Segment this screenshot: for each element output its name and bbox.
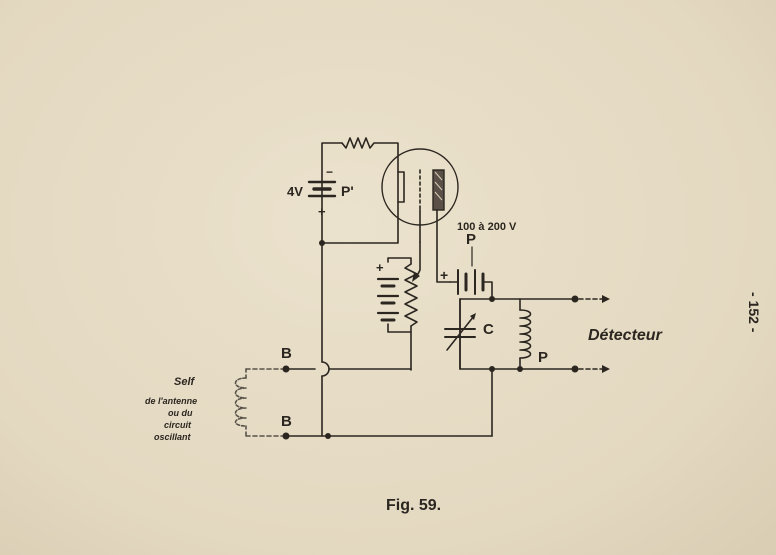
detector-outputs: Détecteur	[571, 295, 663, 373]
antenna-label-line2: de l'antenne	[145, 396, 197, 406]
plate-p-label: P	[466, 231, 476, 248]
detector-label: Détecteur	[588, 327, 663, 344]
tube-plate	[432, 169, 445, 211]
antenna-label-line3: ou du	[168, 408, 193, 418]
antenna-label-line1: Self	[174, 376, 196, 388]
plate-voltage-label: 100 à 200 V	[457, 221, 517, 233]
page-number: - 152 -	[746, 292, 762, 333]
battery-p-prime-label: P'	[341, 183, 354, 199]
filament-circuit	[321, 137, 399, 244]
terminal-b-bottom	[282, 432, 290, 440]
figure-caption: Fig. 59.	[386, 497, 441, 514]
plate-coil: P	[519, 298, 548, 370]
detector-terminal-bottom	[571, 365, 579, 373]
grid-battery-plus: +	[376, 260, 384, 275]
antenna-label-line4: circuit	[164, 420, 192, 430]
filament-battery: − + 4V P'	[287, 165, 354, 219]
filament-rheostat	[341, 137, 399, 173]
plate-battery-plus: +	[440, 267, 448, 283]
capacitor-label: C	[483, 321, 494, 338]
tube-filament	[397, 171, 405, 203]
antenna-self	[234, 368, 287, 437]
battery-voltage-label: 4V	[287, 184, 303, 199]
grid-battery: +	[376, 257, 412, 333]
detector-terminal-top	[571, 295, 579, 303]
plate-battery: + 100 à 200 V P	[440, 221, 517, 300]
battery-minus-sign: −	[326, 165, 333, 179]
main-bus	[319, 240, 331, 439]
variable-capacitor: C	[444, 298, 494, 370]
antenna-label: Self de l'antenne ou du circuit oscillan…	[145, 376, 197, 442]
plate-circuit	[459, 296, 576, 437]
grid-potentiometer	[404, 241, 421, 371]
terminal-b-top-label: B	[281, 345, 292, 362]
vacuum-tube	[321, 148, 459, 283]
plate-coil-p-label: P	[538, 349, 548, 366]
terminal-b-bottom-label: B	[281, 413, 292, 430]
antenna-label-line5: oscillant	[154, 432, 192, 442]
b-terminals: B B	[281, 345, 493, 440]
terminal-b-top	[282, 365, 290, 373]
battery-plus-sign: +	[318, 204, 326, 219]
